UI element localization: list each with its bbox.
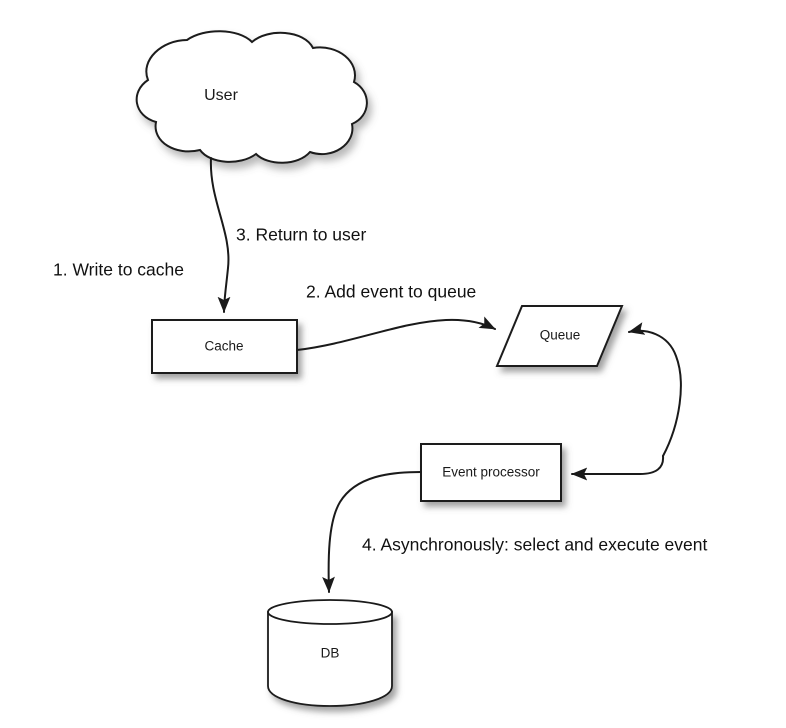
node-user[interactable]: User [135,30,368,164]
node-cache-label: Cache [204,339,243,354]
node-queue[interactable]: Queue [495,305,624,367]
edge-event-processor-to-queue [628,322,682,457]
node-event-processor-label: Event processor [442,465,540,480]
step-label-3-return-to-user: 3. Return to user [236,225,367,245]
node-event-processor[interactable]: Event processor [420,443,562,502]
edge-user-to-cache [209,157,231,313]
cache-shape [151,319,298,374]
queue-shape [495,305,624,367]
step-label-4-asynchronously-select-and-execute-event: 4. Asynchronously: select and execute ev… [362,535,707,555]
node-db[interactable]: DB [267,599,393,707]
db-cylinder-top [267,599,393,625]
edge-queue-to-event-processor [571,455,665,481]
node-cache[interactable]: Cache [151,319,298,374]
cloud-shape [135,30,368,164]
node-queue-label: Queue [540,328,581,343]
edge-event-processor-to-db [322,471,422,593]
edge-cache-to-queue [296,316,496,351]
node-db-label: DB [321,646,340,661]
node-user-label: User [204,87,238,104]
db-cylinder-body [267,611,393,707]
step-label-1-write-to-cache: 1. Write to cache [53,260,184,280]
step-label-2-add-event-to-queue: 2. Add event to queue [306,282,476,302]
